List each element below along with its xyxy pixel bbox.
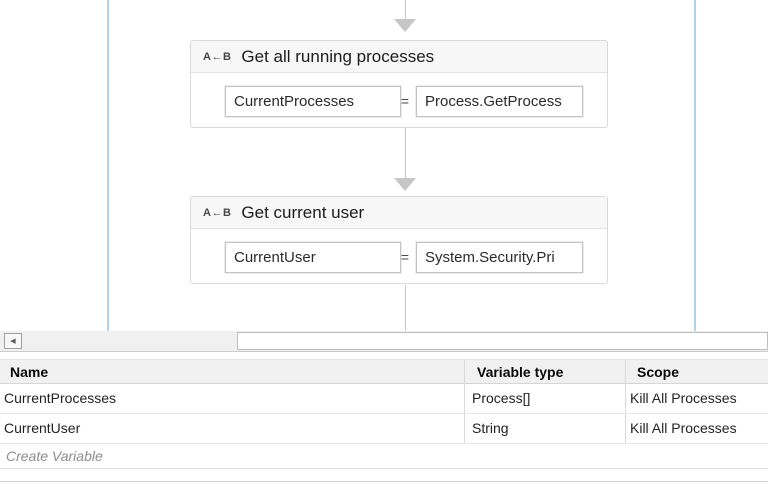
variable-type-cell[interactable]: Process[]: [472, 390, 531, 406]
column-divider: [464, 359, 465, 444]
variable-scope-cell[interactable]: Kill All Processes: [630, 420, 737, 436]
variable-name-cell[interactable]: CurrentUser: [4, 420, 81, 436]
scroll-left-icon: ◀: [10, 337, 16, 345]
connector-arrow-middle: [394, 178, 416, 191]
variable-type-cell[interactable]: String: [472, 420, 509, 436]
variable-scope-cell[interactable]: Kill All Processes: [630, 390, 737, 406]
variable-row[interactable]: CurrentProcesses Process[] Kill All Proc…: [0, 384, 768, 414]
column-header-name: Name: [10, 364, 49, 380]
activity-header[interactable]: A←B Get current user: [191, 197, 607, 229]
assign-value-field[interactable]: System.Security.Pri: [416, 242, 583, 273]
panel-bottom-border: [0, 481, 768, 482]
column-header-scope: Scope: [637, 364, 680, 380]
connector-line-top: [405, 0, 406, 19]
activity-title: Get all running processes: [241, 46, 435, 66]
horizontal-scrollbar-track[interactable]: ◀: [0, 331, 768, 352]
create-variable-label: Create Variable: [6, 448, 103, 464]
activity-header[interactable]: A←B Get all running processes: [191, 41, 607, 73]
variables-panel: Name Variable type Scope CurrentProcesse…: [0, 353, 768, 483]
variable-row[interactable]: CurrentUser String Kill All Processes: [0, 414, 768, 444]
column-header-variable-type: Variable type: [477, 364, 564, 380]
assign-activity-get-current-user[interactable]: A←B Get current user CurrentUser = Syste…: [190, 196, 608, 284]
activity-body: CurrentUser = System.Security.Pri: [191, 229, 607, 285]
activity-title: Get current user: [241, 202, 365, 222]
equals-sign: =: [400, 249, 410, 265]
column-divider: [625, 359, 626, 444]
sequence-guide-line-left: [107, 0, 109, 331]
create-variable-row[interactable]: Create Variable: [0, 444, 768, 469]
assign-icon: A←B: [203, 50, 232, 63]
variables-header-row: Name Variable type Scope: [0, 359, 768, 384]
sequence-guide-line-right: [694, 0, 696, 331]
connector-arrow-top: [394, 19, 416, 32]
scroll-left-button[interactable]: ◀: [4, 333, 22, 349]
horizontal-scrollbar-thumb[interactable]: [237, 332, 768, 350]
assign-to-field[interactable]: CurrentProcesses: [225, 86, 401, 117]
activity-body: CurrentProcesses = Process.GetProcess: [191, 73, 607, 129]
assign-to-field[interactable]: CurrentUser: [225, 242, 401, 273]
variable-name-cell[interactable]: CurrentProcesses: [4, 390, 117, 406]
connector-line-bottom: [405, 285, 406, 331]
equals-sign: =: [400, 93, 410, 109]
connector-line-middle: [405, 128, 406, 178]
assign-icon: A←B: [203, 206, 232, 219]
assign-activity-get-all-running-processes[interactable]: A←B Get all running processes CurrentPro…: [190, 40, 608, 128]
assign-value-field[interactable]: Process.GetProcess: [416, 86, 583, 117]
